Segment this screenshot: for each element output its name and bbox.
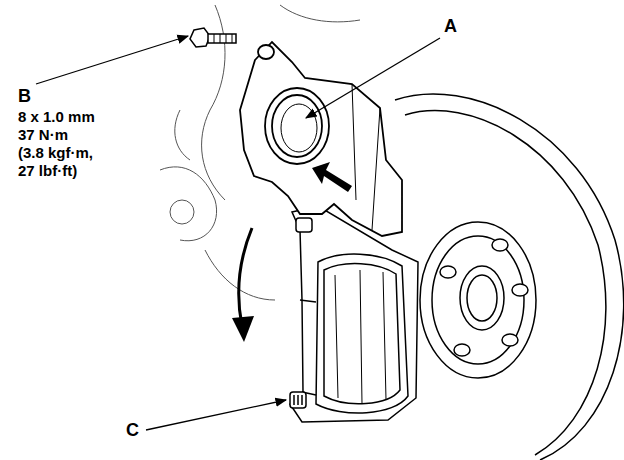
callout-letter: A (444, 16, 457, 36)
guide-pin (290, 218, 312, 408)
mounting-bolt (190, 28, 236, 47)
swing-arrow-head (232, 316, 254, 342)
callout-letter: B (18, 86, 31, 106)
leader-line (146, 400, 286, 430)
torque-spec: 8 x 1.0 mm 37 N·m (3.8 kgf·m, 27 lbf·ft) (18, 108, 95, 180)
callout-letter: C (126, 420, 139, 440)
leader-line (306, 38, 440, 118)
caliper-bracket (290, 206, 418, 422)
brake-disc (395, 94, 624, 460)
wheel-studs (440, 239, 528, 356)
caliper-body (240, 42, 402, 236)
swing-arrow (239, 228, 252, 326)
push-arrow (312, 162, 352, 192)
leader-line (36, 36, 188, 84)
